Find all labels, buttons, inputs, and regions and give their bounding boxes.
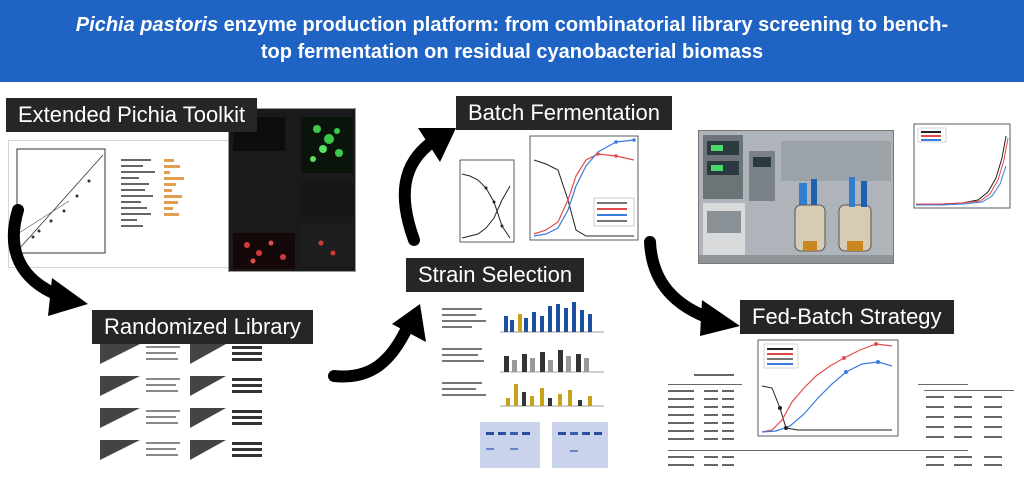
batch-main-plot: [529, 135, 639, 241]
growth-curve-figure: [902, 118, 1018, 218]
title-line-1: Pichia pastoris enzyme production platfo…: [0, 0, 1024, 39]
microscopy-images: [228, 108, 356, 272]
arrow-library-to-selection: [328, 304, 426, 383]
sds-page-gels: [480, 422, 608, 468]
selection-bar-chart-gray: [500, 350, 604, 373]
header-banner: Pichia pastoris enzyme production platfo…: [0, 0, 1024, 82]
stage-label-fedbatch: Fed-Batch Strategy: [740, 300, 954, 334]
title-line-1-rest: enzyme production platform: from combina…: [218, 14, 949, 36]
stage-label-library: Randomized Library: [92, 310, 313, 344]
library-figure: [92, 340, 270, 468]
toolkit-scatter-plot: [16, 148, 106, 254]
batch-figure: [446, 130, 664, 252]
arrow-selection-to-batch: [398, 128, 456, 246]
fedbatch-chart: [742, 336, 918, 444]
arrow-batch-to-fedbatch: [644, 236, 740, 336]
bioreactor-photo: [698, 130, 894, 264]
selection-bar-chart-gold: [500, 384, 604, 407]
title-line-2: top fermentation on residual cyanobacter…: [260, 41, 764, 63]
toolkit-bar-lists: [121, 159, 184, 227]
stage-label-toolkit: Extended Pichia Toolkit: [6, 98, 258, 132]
selection-figure: [440, 298, 610, 470]
selection-legend-text: [442, 308, 486, 396]
arrow-toolkit-to-library: [7, 204, 88, 316]
stage-label-selection: Strain Selection: [406, 258, 585, 292]
stage-label-batch: Batch Fermentation: [456, 96, 672, 130]
selection-bar-chart-blue: [500, 302, 604, 333]
batch-small-plot: [459, 159, 515, 243]
title-species: Pichia pastoris: [75, 14, 219, 36]
library-sigmoid-plots: [100, 344, 262, 460]
